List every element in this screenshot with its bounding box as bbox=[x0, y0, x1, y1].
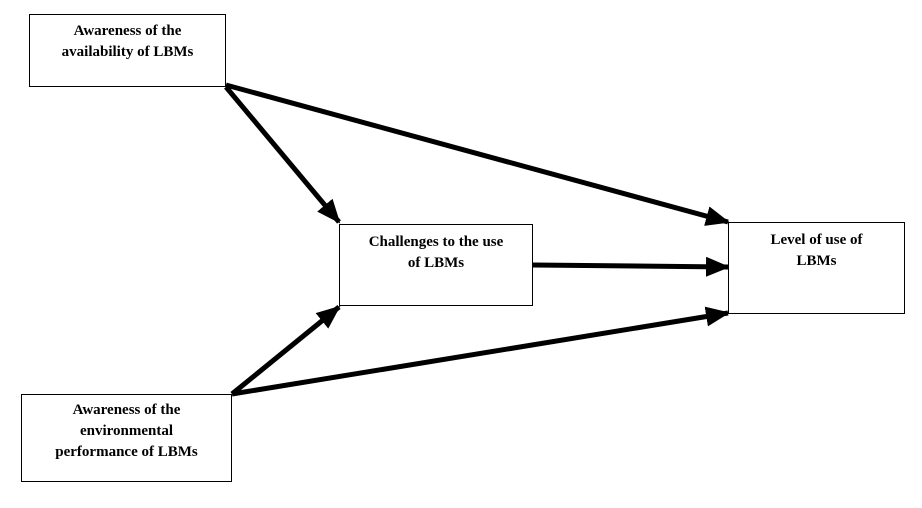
arrow-availability-to-challenges bbox=[224, 85, 341, 224]
arrow-availability-to-level bbox=[225, 82, 730, 226]
node-label-line: Level of use of bbox=[770, 232, 863, 248]
arrow-environment-to-challenges bbox=[230, 305, 341, 396]
node-label-line: of LBMs bbox=[407, 255, 465, 271]
node-label-line: Challenges to the use bbox=[368, 234, 504, 250]
node-awareness-environmental-performance: Awareness of the environmental performan… bbox=[21, 394, 232, 482]
node-label-line: LBMs bbox=[796, 253, 837, 269]
node-label-line: environmental bbox=[79, 423, 174, 439]
node-label-line: Awareness of the bbox=[72, 402, 181, 418]
node-awareness-availability: Awareness of the availability of LBMs bbox=[29, 14, 226, 87]
node-label-line: availability of LBMs bbox=[61, 44, 194, 60]
node-challenges: Challenges to the use of LBMs bbox=[339, 224, 533, 306]
node-label-line: Awareness of the bbox=[73, 23, 182, 39]
node-level-of-use: Level of use of LBMs bbox=[728, 222, 905, 314]
arrow-challenges-to-level bbox=[532, 256, 730, 277]
node-label-line: performance of LBMs bbox=[55, 444, 198, 460]
arrow-environment-to-level bbox=[231, 306, 730, 397]
